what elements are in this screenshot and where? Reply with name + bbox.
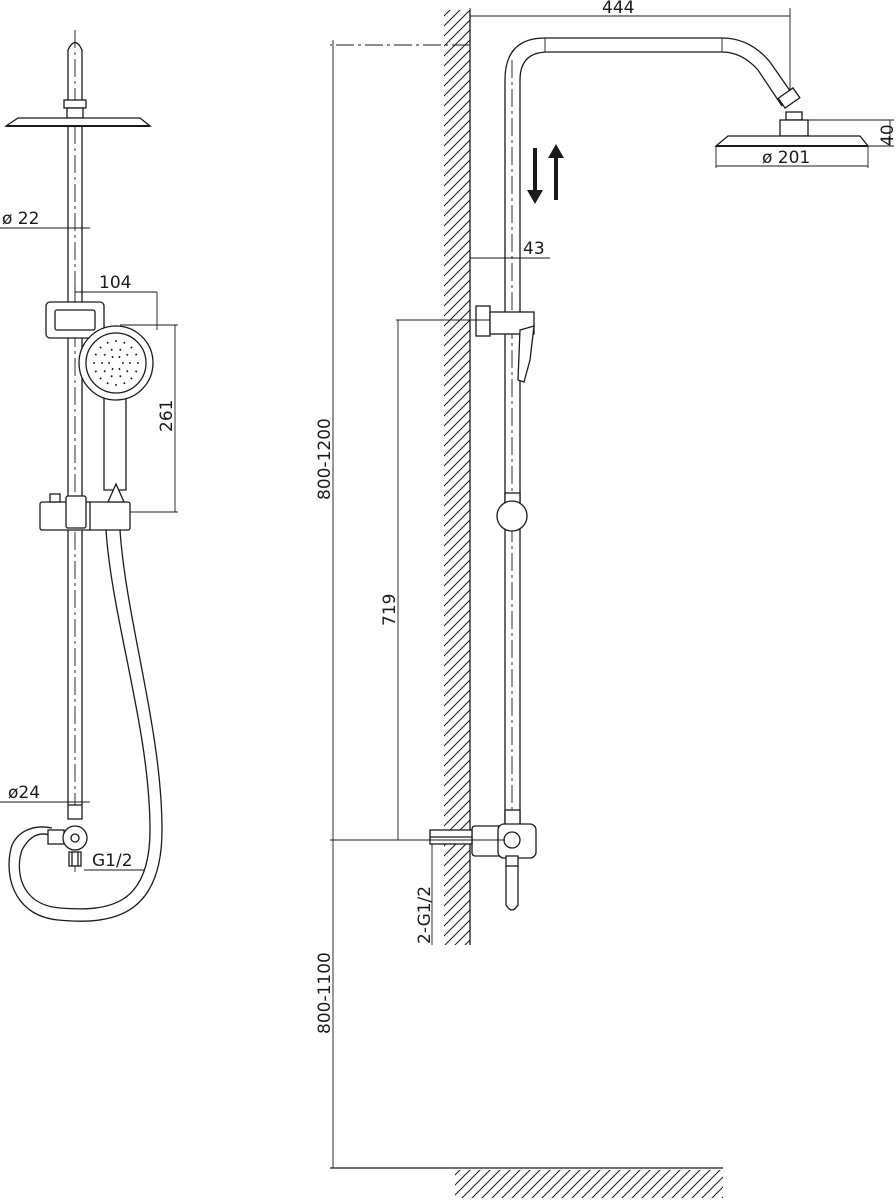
label-hand-shower-height: 261: [157, 400, 177, 432]
label-holder-width: 104: [99, 273, 131, 293]
side-diverter: [429, 809, 537, 911]
nozzle-mark: [99, 346, 102, 349]
nozzle-mark: [103, 353, 106, 357]
dim-mount-height: 800-1100: [315, 842, 335, 1168]
wall: [444, 10, 471, 945]
nozzle-mark: [126, 353, 129, 357]
dim-head-thickness: 40: [808, 119, 896, 147]
label-pipe-diameter-top: ø 22: [2, 209, 39, 229]
nozzle-mark: [110, 348, 113, 351]
dim-pipe-diameter-bottom: ø24: [0, 783, 90, 803]
dim-pipe-diameter-top: ø 22: [0, 209, 90, 229]
front-soap-holder: [45, 301, 105, 339]
label-slider-travel: 719: [380, 594, 400, 626]
nozzle-mark: [103, 369, 106, 373]
front-shower-head: [3, 117, 152, 127]
dim-inlet-threads: 2-G1/2: [415, 844, 435, 945]
dim-hand-shower-height: 261: [120, 324, 178, 513]
nozzle-mark: [123, 341, 126, 344]
nozzle-mark: [111, 355, 114, 359]
nozzle-mark: [130, 346, 133, 349]
up-down-arrows-icon: [527, 144, 564, 204]
front-hand-shower: [78, 325, 154, 491]
nozzle-mark: [94, 370, 97, 373]
nozzle-mark: [106, 341, 109, 344]
front-view: ø 22 104 261: [0, 30, 178, 922]
label-column-height: 800-1200: [315, 418, 335, 500]
nozzle-mark: [119, 348, 122, 351]
dim-column-height: 800-1200: [315, 40, 335, 842]
side-view: 444 ø 201 40: [315, 0, 896, 1198]
dim-holder-width: 104: [74, 273, 158, 330]
dim-arm-projection: 444: [469, 0, 791, 100]
nozzle-mark: [118, 355, 121, 359]
side-riser-and-arm: [330, 37, 801, 830]
label-head-thickness: 40: [878, 124, 896, 146]
nozzle-mark: [135, 353, 138, 356]
nozzle-mark: [126, 369, 129, 373]
front-riser-pipe: [67, 126, 83, 820]
nozzle-mark: [119, 375, 122, 378]
nozzle-mark: [106, 382, 109, 385]
nozzle-mark: [130, 377, 133, 380]
nozzle-mark: [110, 375, 113, 378]
front-diverter: G1/2: [47, 804, 145, 872]
side-slide-knob: [496, 492, 528, 532]
label-head-diameter: ø 201: [762, 148, 810, 168]
side-shower-head: ø 201: [714, 111, 870, 168]
label-inlet-thread: G1/2: [92, 851, 133, 871]
nozzle-mark: [94, 353, 97, 356]
front-shower-arm: [63, 30, 87, 119]
nozzle-mark: [135, 370, 138, 373]
front-hose: [8, 529, 163, 922]
nozzle-mark: [99, 377, 102, 380]
nozzle-mark: [111, 367, 114, 371]
label-arm-projection: 444: [602, 0, 634, 18]
label-mount-height: 800-1100: [315, 952, 335, 1034]
dim-slider-travel: 719: [380, 319, 490, 840]
floor: [330, 1167, 723, 1198]
nozzle-mark: [118, 367, 121, 371]
nozzle-mark: [123, 382, 126, 385]
dim-wall-clearance: 43: [470, 239, 550, 259]
label-inlet-threads: 2-G1/2: [415, 886, 435, 944]
label-wall-clearance: 43: [523, 239, 545, 259]
label-pipe-diameter-bottom: ø24: [8, 783, 40, 803]
side-wall-bracket: [475, 305, 535, 383]
front-slide-bracket: [39, 482, 131, 531]
